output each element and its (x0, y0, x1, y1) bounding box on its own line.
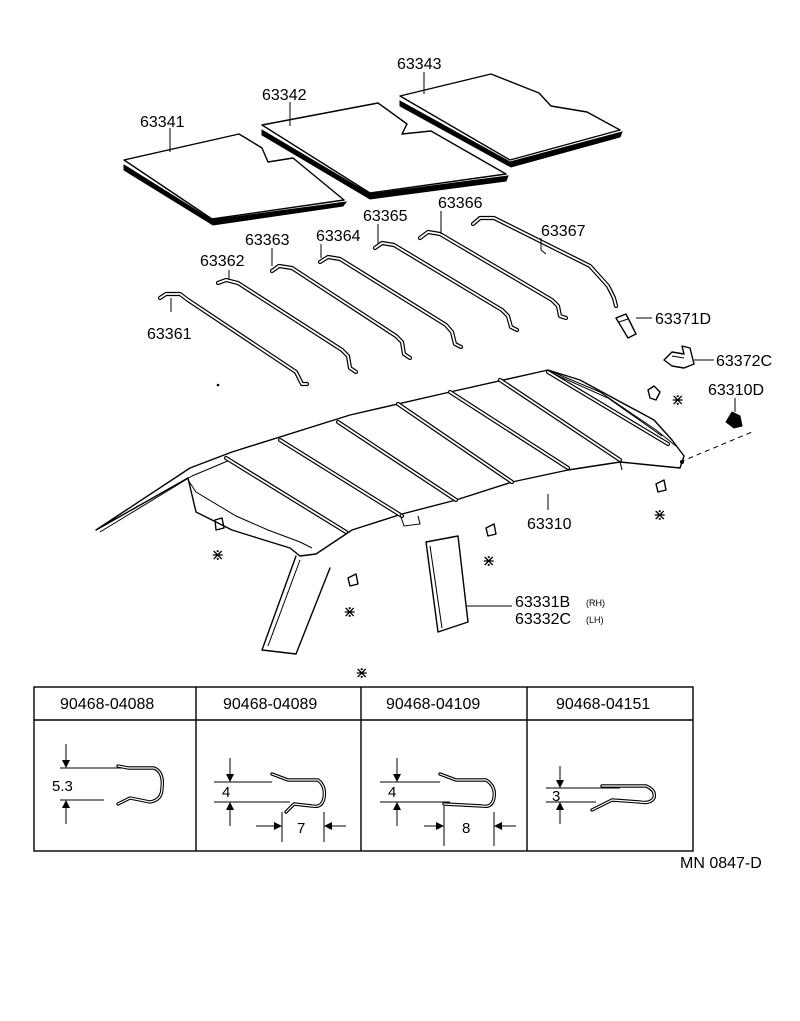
bow-holder-63371d (615, 313, 637, 339)
roof-bow-63364 (317, 254, 464, 350)
label-63361: 63361 (147, 326, 192, 343)
label-63331b: 63331B (515, 594, 570, 611)
bow-bracket-63372c (663, 345, 695, 369)
clip-drawing-2: 4 7 (214, 758, 346, 842)
clip-height-1: 5.3 (52, 778, 73, 795)
roof-bow-63361 (157, 291, 310, 387)
clip-location-right: ⋇ (653, 479, 667, 524)
roof-bow-63365 (372, 240, 520, 333)
clip-height-4: 3 (552, 788, 560, 805)
label-lh: (LH) (586, 615, 604, 625)
label-63343: 63343 (397, 56, 442, 73)
label-63365: 63365 (363, 208, 408, 225)
clip-drawing-3: 4 8 (380, 758, 516, 846)
roof-bow-63363 (269, 263, 413, 361)
label-63332c: 63332C (515, 611, 571, 628)
label-63310d: 63310D (708, 382, 764, 399)
roof-panel-63341 (123, 133, 348, 226)
clip-drawing-1: 5.3 (52, 744, 165, 824)
leader-lines (169, 72, 753, 607)
clip-part-no-1: 90468-04088 (60, 696, 154, 713)
clip-symbol: ⋇ (482, 553, 495, 570)
label-63372c: 63372C (716, 353, 772, 370)
roof-panel-63342 (261, 102, 509, 200)
roof-bow-63366 (417, 229, 569, 321)
label-63362: 63362 (200, 253, 245, 270)
table-clip-symbol: ⋇ (355, 665, 368, 682)
roof-panel-63343 (399, 73, 623, 168)
clip-symbol: ⋇ (211, 547, 224, 564)
clip-symbol: ⋇ (343, 604, 356, 621)
clip-symbol: ⋇ (653, 507, 666, 524)
roof-headlining-63310 (95, 369, 685, 655)
clip-part-no-3: 90468-04109 (386, 696, 480, 713)
label-63363: 63363 (245, 232, 290, 249)
label-63364: 63364 (316, 228, 361, 245)
clip-location-center: ⋇ (482, 523, 497, 570)
clip-symbol: ⋇ (671, 392, 684, 409)
roof-bow-63367 (470, 215, 619, 309)
clip-63310d (725, 411, 743, 429)
label-63310: 63310 (527, 516, 572, 533)
label-63367: 63367 (541, 223, 586, 240)
clip-width-2: 7 (297, 820, 305, 837)
clip-part-no-4: 90468-04151 (556, 696, 650, 713)
clip-location-pillar: ⋇ (343, 573, 359, 621)
diagram-code: MN 0847-D (680, 855, 762, 872)
clip-part-no-2: 90468-04089 (223, 696, 317, 713)
clip-height-2: 4 (222, 784, 230, 801)
quarter-trim-panel (425, 535, 469, 633)
roof-bow-63362 (215, 277, 359, 375)
clip-table: 90468-04088 90468-04089 90468-04109 9046… (33, 686, 694, 852)
label-63371d: 63371D (655, 311, 711, 328)
label-rh: (RH) (586, 598, 605, 608)
clip-location-left: ⋇ (211, 517, 225, 564)
clip-width-3: 8 (462, 820, 470, 837)
clip-height-3: 4 (388, 784, 396, 801)
label-63341: 63341 (140, 114, 185, 131)
label-63366: 63366 (438, 195, 483, 212)
clip-drawing-4: 3 (546, 766, 657, 824)
label-63342: 63342 (262, 87, 307, 104)
small-bracket-near-63372c (647, 385, 661, 401)
